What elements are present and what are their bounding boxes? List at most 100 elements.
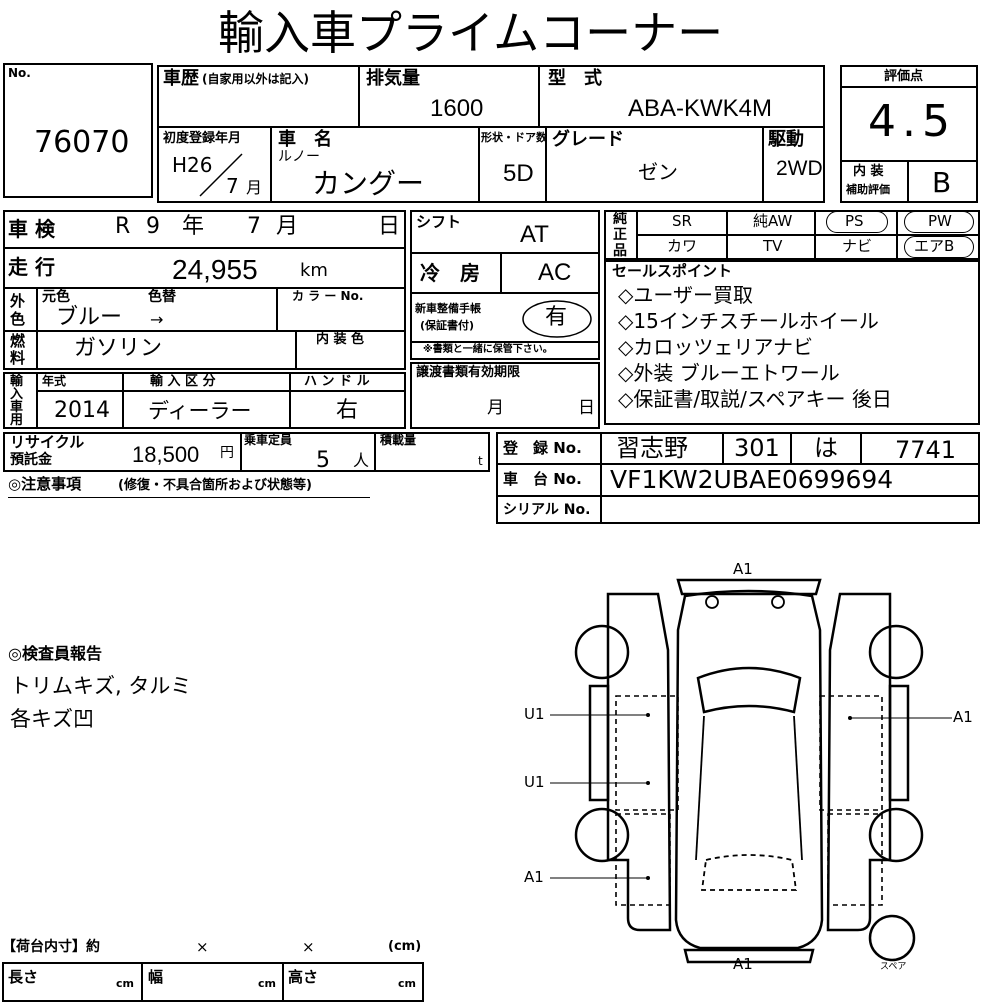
car-maker: ルノー xyxy=(278,149,320,165)
shift-value: AT xyxy=(520,221,549,248)
transfer-day-unit: 日 xyxy=(578,398,595,418)
shape-label: 形状・ドア数 xyxy=(481,131,547,144)
equip-ps-circle xyxy=(826,211,888,233)
diagram-body xyxy=(674,589,824,950)
registration-class: 301 xyxy=(734,434,780,462)
equip-aw: 純AW xyxy=(753,212,793,230)
equipment-label: 純正品 xyxy=(613,211,627,259)
registration-kana: は xyxy=(814,434,838,462)
equip-tv: TV xyxy=(763,237,783,255)
shift-block xyxy=(410,210,600,360)
lot-no-label: No. xyxy=(8,66,31,80)
cooling-value: AC xyxy=(538,259,572,286)
model-label: 型 式 xyxy=(548,68,602,89)
cargo-x-1: × xyxy=(196,938,209,956)
sales-point-2: ◇15インチスチールホイール xyxy=(618,309,879,333)
cargo-height-unit: cm xyxy=(398,977,416,990)
import-type-label: 輸 入 区 分 xyxy=(150,374,216,389)
diagram-wheel-rr xyxy=(868,807,924,863)
handle-value: 右 xyxy=(336,398,359,423)
cargo-unit: (cm) xyxy=(388,939,422,954)
cargo-length-label: 長さ xyxy=(8,968,39,986)
equip-sr: SR xyxy=(672,212,692,230)
cargo-width-label: 幅 xyxy=(148,968,164,986)
inspection-label: 車 検 xyxy=(8,217,55,241)
cargo-width-unit: cm xyxy=(258,977,276,990)
registration-label: 登 録 No. xyxy=(503,439,582,457)
serial-label: シリアル No. xyxy=(503,502,591,518)
inspection-year-unit: 年 xyxy=(182,214,205,239)
color-change-label: 色替 xyxy=(148,289,176,305)
info-block-top xyxy=(157,65,825,203)
capacity-value: 5 xyxy=(316,448,330,473)
interior-score-label-1: 内 装 xyxy=(853,164,884,179)
import-block xyxy=(3,372,406,429)
fuel-value: ガソリン xyxy=(74,336,163,361)
cargo-height-label: 高さ xyxy=(288,968,319,986)
lot-number-box xyxy=(3,63,153,198)
mileage-value: 24,955 xyxy=(172,254,258,285)
first-reg-label: 初度登録年月 xyxy=(163,131,242,146)
recycle-label-2: 預託金 xyxy=(10,452,52,468)
diagram-front-bumper xyxy=(676,578,822,596)
exterior-color-label: 外色 xyxy=(10,292,26,328)
diagram-label-spare: スペア xyxy=(880,962,907,972)
diagram-label-front: A1 xyxy=(733,560,753,578)
import-label: 輸入車用 xyxy=(10,374,24,428)
diagram-label-left-bottom: A1 xyxy=(524,868,544,886)
drive-label: 駆動 xyxy=(768,129,804,150)
grade-value: ゼン xyxy=(638,160,678,184)
registration-area: 習志野 xyxy=(616,434,688,462)
diagram-wheel-rl xyxy=(574,807,630,863)
first-reg-month-unit: 月 xyxy=(246,178,263,197)
color-code-label: カ ラ ー No. xyxy=(292,289,364,303)
cargo-length-unit: cm xyxy=(116,977,134,990)
equip-airbag: エアB xyxy=(914,237,955,255)
equip-airbag-circle xyxy=(904,236,974,258)
maintenance-label-2: (保証書付) xyxy=(420,319,475,332)
recycle-unit: 円 xyxy=(220,445,234,461)
shape-value: 5D xyxy=(503,160,534,187)
shift-label: シフト xyxy=(416,213,462,231)
maintenance-ellipse xyxy=(522,300,592,338)
history-note: (自家用以外は記入) xyxy=(202,72,309,86)
grade-label: グレード xyxy=(552,129,624,150)
load-label: 積載量 xyxy=(380,433,417,447)
left-block xyxy=(3,210,406,370)
chassis-label: 車 台 No. xyxy=(503,470,582,488)
diagram-spare-tire xyxy=(868,914,916,962)
diagram-right-side xyxy=(826,592,892,932)
recycle-label-1: リサイクル xyxy=(10,433,85,451)
load-unit: t xyxy=(478,454,483,468)
score-box xyxy=(840,65,978,203)
equip-pw-circle xyxy=(904,211,974,233)
mileage-label: 走 行 xyxy=(8,255,55,279)
recycle-value: 18,500 xyxy=(132,442,200,467)
lot-number: 76070 xyxy=(34,125,130,160)
sales-points-label: セールスポイント xyxy=(612,262,733,280)
equip-ps: PS xyxy=(845,212,864,230)
equip-pw: PW xyxy=(928,212,952,230)
diagram-label-right-top: A1 xyxy=(953,708,973,726)
inspector-line-1: トリムキズ, タルミ xyxy=(10,674,192,698)
capacity-label: 乗車定員 xyxy=(244,433,293,447)
diagram-wheel-fl xyxy=(574,624,630,680)
cooling-label: 冷 房 xyxy=(420,261,480,285)
sales-points-box xyxy=(604,260,980,425)
first-reg-year: H26 xyxy=(172,153,213,177)
history-label: 車歴 xyxy=(163,68,199,89)
import-type-value: ディーラー xyxy=(148,399,252,423)
orig-color-value: ブルー xyxy=(56,305,123,330)
cargo-x-2: × xyxy=(302,938,315,956)
inspection-day-unit: 日 xyxy=(378,214,401,239)
diagram-label-left-mid: U1 xyxy=(524,773,545,791)
cargo-label: 【荷台内寸】約 xyxy=(2,939,100,955)
color-arrow: → xyxy=(150,310,164,329)
first-reg-month: 7 xyxy=(226,174,239,198)
registration-number: 7741 xyxy=(895,436,957,464)
import-year-value: 2014 xyxy=(54,398,110,423)
drive-value: 2WD xyxy=(776,157,823,180)
handle-label: ハ ン ド ル xyxy=(304,374,370,389)
interior-score-label-2: 補助評価 xyxy=(846,183,890,196)
model-value: ABA-KWK4M xyxy=(628,95,773,122)
